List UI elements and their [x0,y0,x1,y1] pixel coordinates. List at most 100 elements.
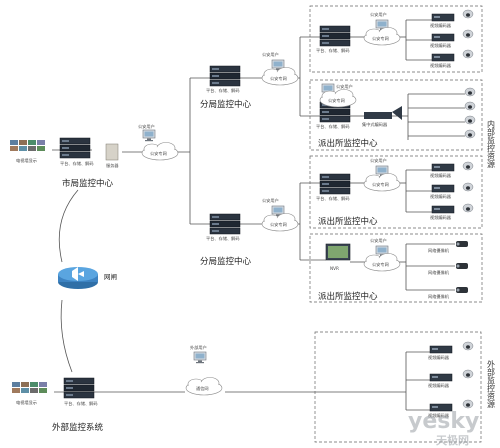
station-3-device-label-1: 视频编码器 [430,172,452,179]
station-1-network-label: 公安专网 [372,35,389,42]
station-2-user-label: 公安用户 [336,83,353,90]
external-camera-icon-2 [462,369,474,379]
station-3-camera-icon-1 [462,161,474,171]
station-box-1 [309,5,483,73]
station-4-nvr-label: NVR [330,266,339,271]
external-resources-label: 外部监控资源 [487,359,496,409]
external-camera-icon-3 [462,399,474,409]
external-system: 电视墙显示 平台、存储、解码 外部用户 通信网 外部监控系统 视频编码器 视频编… [12,341,474,433]
station-box-4 [309,233,483,303]
station-3-encoder-icon-3 [431,205,455,214]
station-2-camera-icon-3 [464,115,476,125]
branch-bottom-device-icon [209,213,241,235]
external-resource-box [314,331,482,443]
station-3-platform-label: 平台、存储、解码 [316,195,350,202]
external-camera-icon-1 [462,341,474,351]
branch-bottom-user-label: 公安用户 [262,197,279,204]
external-platform-device-icon [63,377,95,399]
station-1-platform-label: 平台、存储、解码 [316,47,350,54]
server-label: 服务器 [106,162,119,169]
tv-wall-label: 电视墙显示 [16,157,37,164]
external-device-label-2: 视频编码器 [428,382,450,389]
station-1-camera-icon-3 [462,49,474,59]
station-4-device-label-2: 网络摄像机 [428,269,450,276]
external-tv-wall-icon [12,382,47,393]
branch-bottom-title: 分局监控中心 [200,256,252,267]
watermark-sub: 天极网 [436,433,469,447]
branch-bottom-platform-label: 平台、存储、解码 [206,235,240,242]
station-3-device-icon [319,173,351,195]
branch-top-network-label: 公安专网 [270,75,287,82]
station-1-camera-icon-2 [462,29,474,39]
station-3-encoder-icon-2 [431,184,455,193]
station-1-device-label-2: 视频编码器 [430,42,452,49]
station-box-2 [309,79,483,151]
platform-label: 平台、存储、解码 [60,160,94,167]
branch-top: 平台、存储、解码 公安用户 公安专网 分局监控中心 [200,51,299,110]
station-1-device-label-1: 视频编码器 [430,22,452,29]
external-tv-wall-label: 电视墙显示 [16,399,37,406]
city-center: 电视墙显示 平台、存储、解码 服务器 公安用户 公安专网 市局监控中心 [10,123,179,189]
station-4-ipcam-icon-3 [456,287,468,293]
station-3-device-label-2: 视频编码器 [430,193,452,200]
station-3-camera-icon-2 [462,182,474,192]
internal-resources-label: 内部监控资源 [487,119,496,169]
station-4-ipcam-icon-2 [456,263,468,269]
fanout-icon [392,106,402,120]
watermark-brand: yesky [408,409,479,434]
station-1-encoder-icon-3 [431,53,455,62]
external-encoder-icon-2 [429,373,453,382]
police-user-pc-icon [142,129,156,142]
watermark: yesky 天极网 [408,409,479,447]
tv-wall-icon [10,140,45,151]
external-platform-label: 平台、存储、解码 [64,400,98,407]
station-box-3 [309,155,483,229]
branch-top-user-label: 公安用户 [262,51,279,58]
station-1-camera-icon-1 [462,9,474,19]
server-icon [105,143,119,161]
city-center-title: 市局监控中心 [62,178,114,189]
station-1-user-label: 公安用户 [370,11,387,18]
station-3-user-label: 公安用户 [370,157,387,164]
external-encoder-icon-1 [429,345,453,354]
station-1-encoder-icon-2 [431,33,455,42]
station-2-camera-icon-2 [464,101,476,111]
branch-top-title: 分局监控中心 [200,99,252,110]
branch-bottom: 平台、存储、解码 公安用户 公安专网 分局监控中心 [200,197,299,267]
branch-top-platform-label: 平台、存储、解码 [206,87,240,94]
gateway-label: 网闸 [104,273,117,281]
station-4-ipcam-icon-1 [456,241,468,247]
station-1: 平台、存储、解码 公安用户 公安专网 视频编码器 视频编码器 视频编码器 [316,9,474,69]
station-3-device-label-3: 视频编码器 [430,214,452,221]
station-4-user-label: 公安用户 [370,237,387,244]
station-2-camera-icon-1 [464,87,476,97]
external-device-label-3: 视频编码器 [428,412,450,419]
station-4: NVR 公安用户 公安专网 网络摄像机 网络摄像机 网络摄像机 派出所监控中心 [318,237,468,302]
station-2-network-label: 公安专网 [328,97,345,104]
station-1-encoder-icon-1 [431,13,455,22]
station-2: 平台、存储、解码 公安用户 公安专网 集中式编码器 派出所监控中心 [316,83,476,149]
external-user-label: 外部用户 [190,344,207,351]
police-user-label: 公安用户 [138,123,155,130]
branch-top-device-icon [209,65,241,87]
station-2-hub-label: 集中式编码器 [362,121,388,128]
gateway: 网闸 [58,267,117,289]
station-4-device-label-3: 网络摄像机 [428,293,450,300]
station-2-camera-icon-4 [464,129,476,139]
external-user-pc-icon [193,351,207,364]
station-3-network-label: 公安专网 [372,181,389,188]
station-4-network-label: 公安专网 [372,261,389,268]
station-2-platform-label: 平台、存储、解码 [316,123,350,130]
platform-device-icon [59,137,91,159]
external-device-label-1: 视频编码器 [428,354,450,361]
station-1-device-icon [319,25,351,47]
hub-encoder-icon [364,112,392,119]
station-3-title: 派出所监控中心 [318,216,378,227]
station-2-title: 派出所监控中心 [318,138,378,149]
station-boxes [309,5,483,443]
station-4-device-label-1: 网络摄像机 [428,247,450,254]
station-3: 平台、存储、解码 公安用户 公安专网 视频编码器 视频编码器 视频编码器 派出所… [316,157,474,227]
comm-network-label: 通信网 [196,385,209,392]
station-1-device-label-3: 视频编码器 [430,62,452,69]
